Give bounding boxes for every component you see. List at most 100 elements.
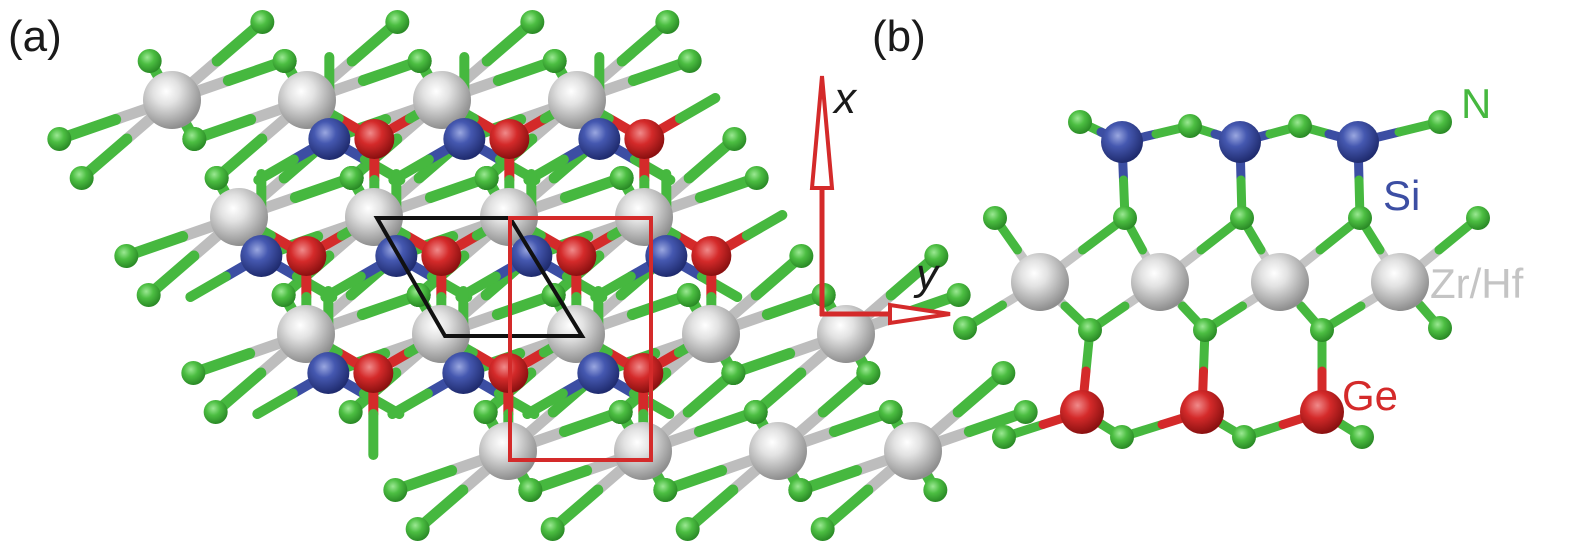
n-atom bbox=[272, 49, 297, 73]
n-atom bbox=[953, 316, 977, 340]
zr-atom bbox=[682, 305, 740, 363]
n-atom bbox=[856, 361, 881, 385]
si-atom bbox=[1101, 121, 1143, 163]
si-atom bbox=[240, 235, 283, 277]
ge-n-bond bbox=[741, 210, 788, 241]
zr-atom bbox=[210, 188, 268, 246]
n-atom bbox=[789, 244, 814, 268]
zr-atom bbox=[345, 188, 403, 246]
n-element-label: N bbox=[1461, 80, 1492, 127]
ge-atom bbox=[421, 236, 462, 276]
n-atom bbox=[136, 283, 161, 307]
n-atom bbox=[1230, 206, 1254, 230]
zr-atom bbox=[1371, 253, 1429, 311]
si-atom bbox=[578, 118, 621, 160]
n-atom bbox=[540, 517, 565, 541]
n-atom bbox=[1466, 206, 1490, 230]
n-atom bbox=[520, 10, 545, 34]
si-atom bbox=[645, 235, 688, 277]
si-atom bbox=[1337, 121, 1379, 163]
n-atom bbox=[924, 244, 949, 268]
si-atom bbox=[442, 352, 485, 394]
n-atom bbox=[676, 283, 701, 307]
n-atom bbox=[721, 361, 746, 385]
ge-atom bbox=[354, 119, 395, 159]
n-atom bbox=[946, 283, 971, 307]
n-atom bbox=[405, 517, 430, 541]
ge-element-label: Ge bbox=[1342, 372, 1399, 419]
n-atom bbox=[204, 166, 229, 190]
x-axis-label: x bbox=[834, 74, 856, 123]
n-atom bbox=[744, 166, 769, 190]
panel-b-label: (b) bbox=[872, 12, 926, 61]
ge-atom bbox=[286, 236, 327, 276]
n-atom bbox=[473, 400, 498, 424]
side-view-atoms bbox=[953, 110, 1490, 449]
n-atom bbox=[47, 127, 72, 151]
zr-atom bbox=[1011, 253, 1069, 311]
zr-atom bbox=[143, 71, 201, 129]
si-n-bond bbox=[387, 388, 433, 419]
zr-atom bbox=[548, 71, 606, 129]
si-atom bbox=[1219, 121, 1261, 163]
n-atom bbox=[69, 166, 94, 190]
zr-atom bbox=[884, 422, 942, 480]
ge-atom bbox=[1060, 390, 1104, 434]
n-atom bbox=[203, 400, 228, 424]
y-arrowhead bbox=[888, 302, 951, 326]
ge-atom bbox=[353, 353, 394, 393]
xy-axes bbox=[809, 75, 951, 326]
n-atom bbox=[1078, 318, 1102, 342]
n-atom bbox=[1113, 206, 1137, 230]
n-atom bbox=[878, 400, 903, 424]
si-atom bbox=[443, 118, 486, 160]
n-atom bbox=[788, 478, 813, 502]
si-atom bbox=[307, 352, 350, 394]
n-atom bbox=[991, 361, 1016, 385]
ge-atom bbox=[691, 236, 732, 276]
n-atom bbox=[677, 49, 702, 73]
primitive-cell-outline bbox=[373, 216, 586, 338]
n-atom bbox=[675, 517, 700, 541]
si-n-bond bbox=[252, 388, 298, 419]
n-atom bbox=[1068, 110, 1092, 134]
x-arrowhead bbox=[809, 75, 835, 190]
n-atom bbox=[608, 400, 633, 424]
n-atom bbox=[250, 10, 275, 34]
n-atom bbox=[407, 49, 432, 73]
n-atom bbox=[609, 166, 634, 190]
zr-atom bbox=[817, 305, 875, 363]
n-atom bbox=[923, 478, 948, 502]
n-atom bbox=[655, 10, 680, 34]
n-atom bbox=[1193, 318, 1217, 342]
n-atom bbox=[1428, 110, 1452, 134]
si-n-bond bbox=[185, 271, 231, 302]
ge-atom bbox=[624, 119, 665, 159]
n-atom bbox=[1350, 425, 1374, 449]
n-atom bbox=[518, 478, 543, 502]
n-atom bbox=[114, 244, 139, 268]
ge-n-bond bbox=[674, 93, 721, 124]
zr-atom bbox=[277, 305, 335, 363]
panel-b-side-view bbox=[953, 110, 1490, 449]
n-atom bbox=[1110, 425, 1134, 449]
rectangular-cell-outline bbox=[508, 216, 653, 462]
n-atom bbox=[339, 166, 364, 190]
si-atom bbox=[308, 118, 351, 160]
n-atom bbox=[182, 127, 207, 151]
ge-atom bbox=[623, 353, 664, 393]
zr-atom bbox=[412, 305, 470, 363]
n-atom bbox=[383, 478, 408, 502]
ge-atom bbox=[556, 236, 597, 276]
si-atom bbox=[375, 235, 418, 277]
ge-atom bbox=[1300, 390, 1344, 434]
ge-atom bbox=[489, 119, 530, 159]
zr-atom bbox=[1131, 253, 1189, 311]
n-atom bbox=[653, 478, 678, 502]
n-atom bbox=[1428, 316, 1452, 340]
top-view-bonds bbox=[53, 16, 1032, 535]
n-atom bbox=[1013, 400, 1038, 424]
n-atom bbox=[385, 10, 410, 34]
n-atom bbox=[983, 206, 1007, 230]
